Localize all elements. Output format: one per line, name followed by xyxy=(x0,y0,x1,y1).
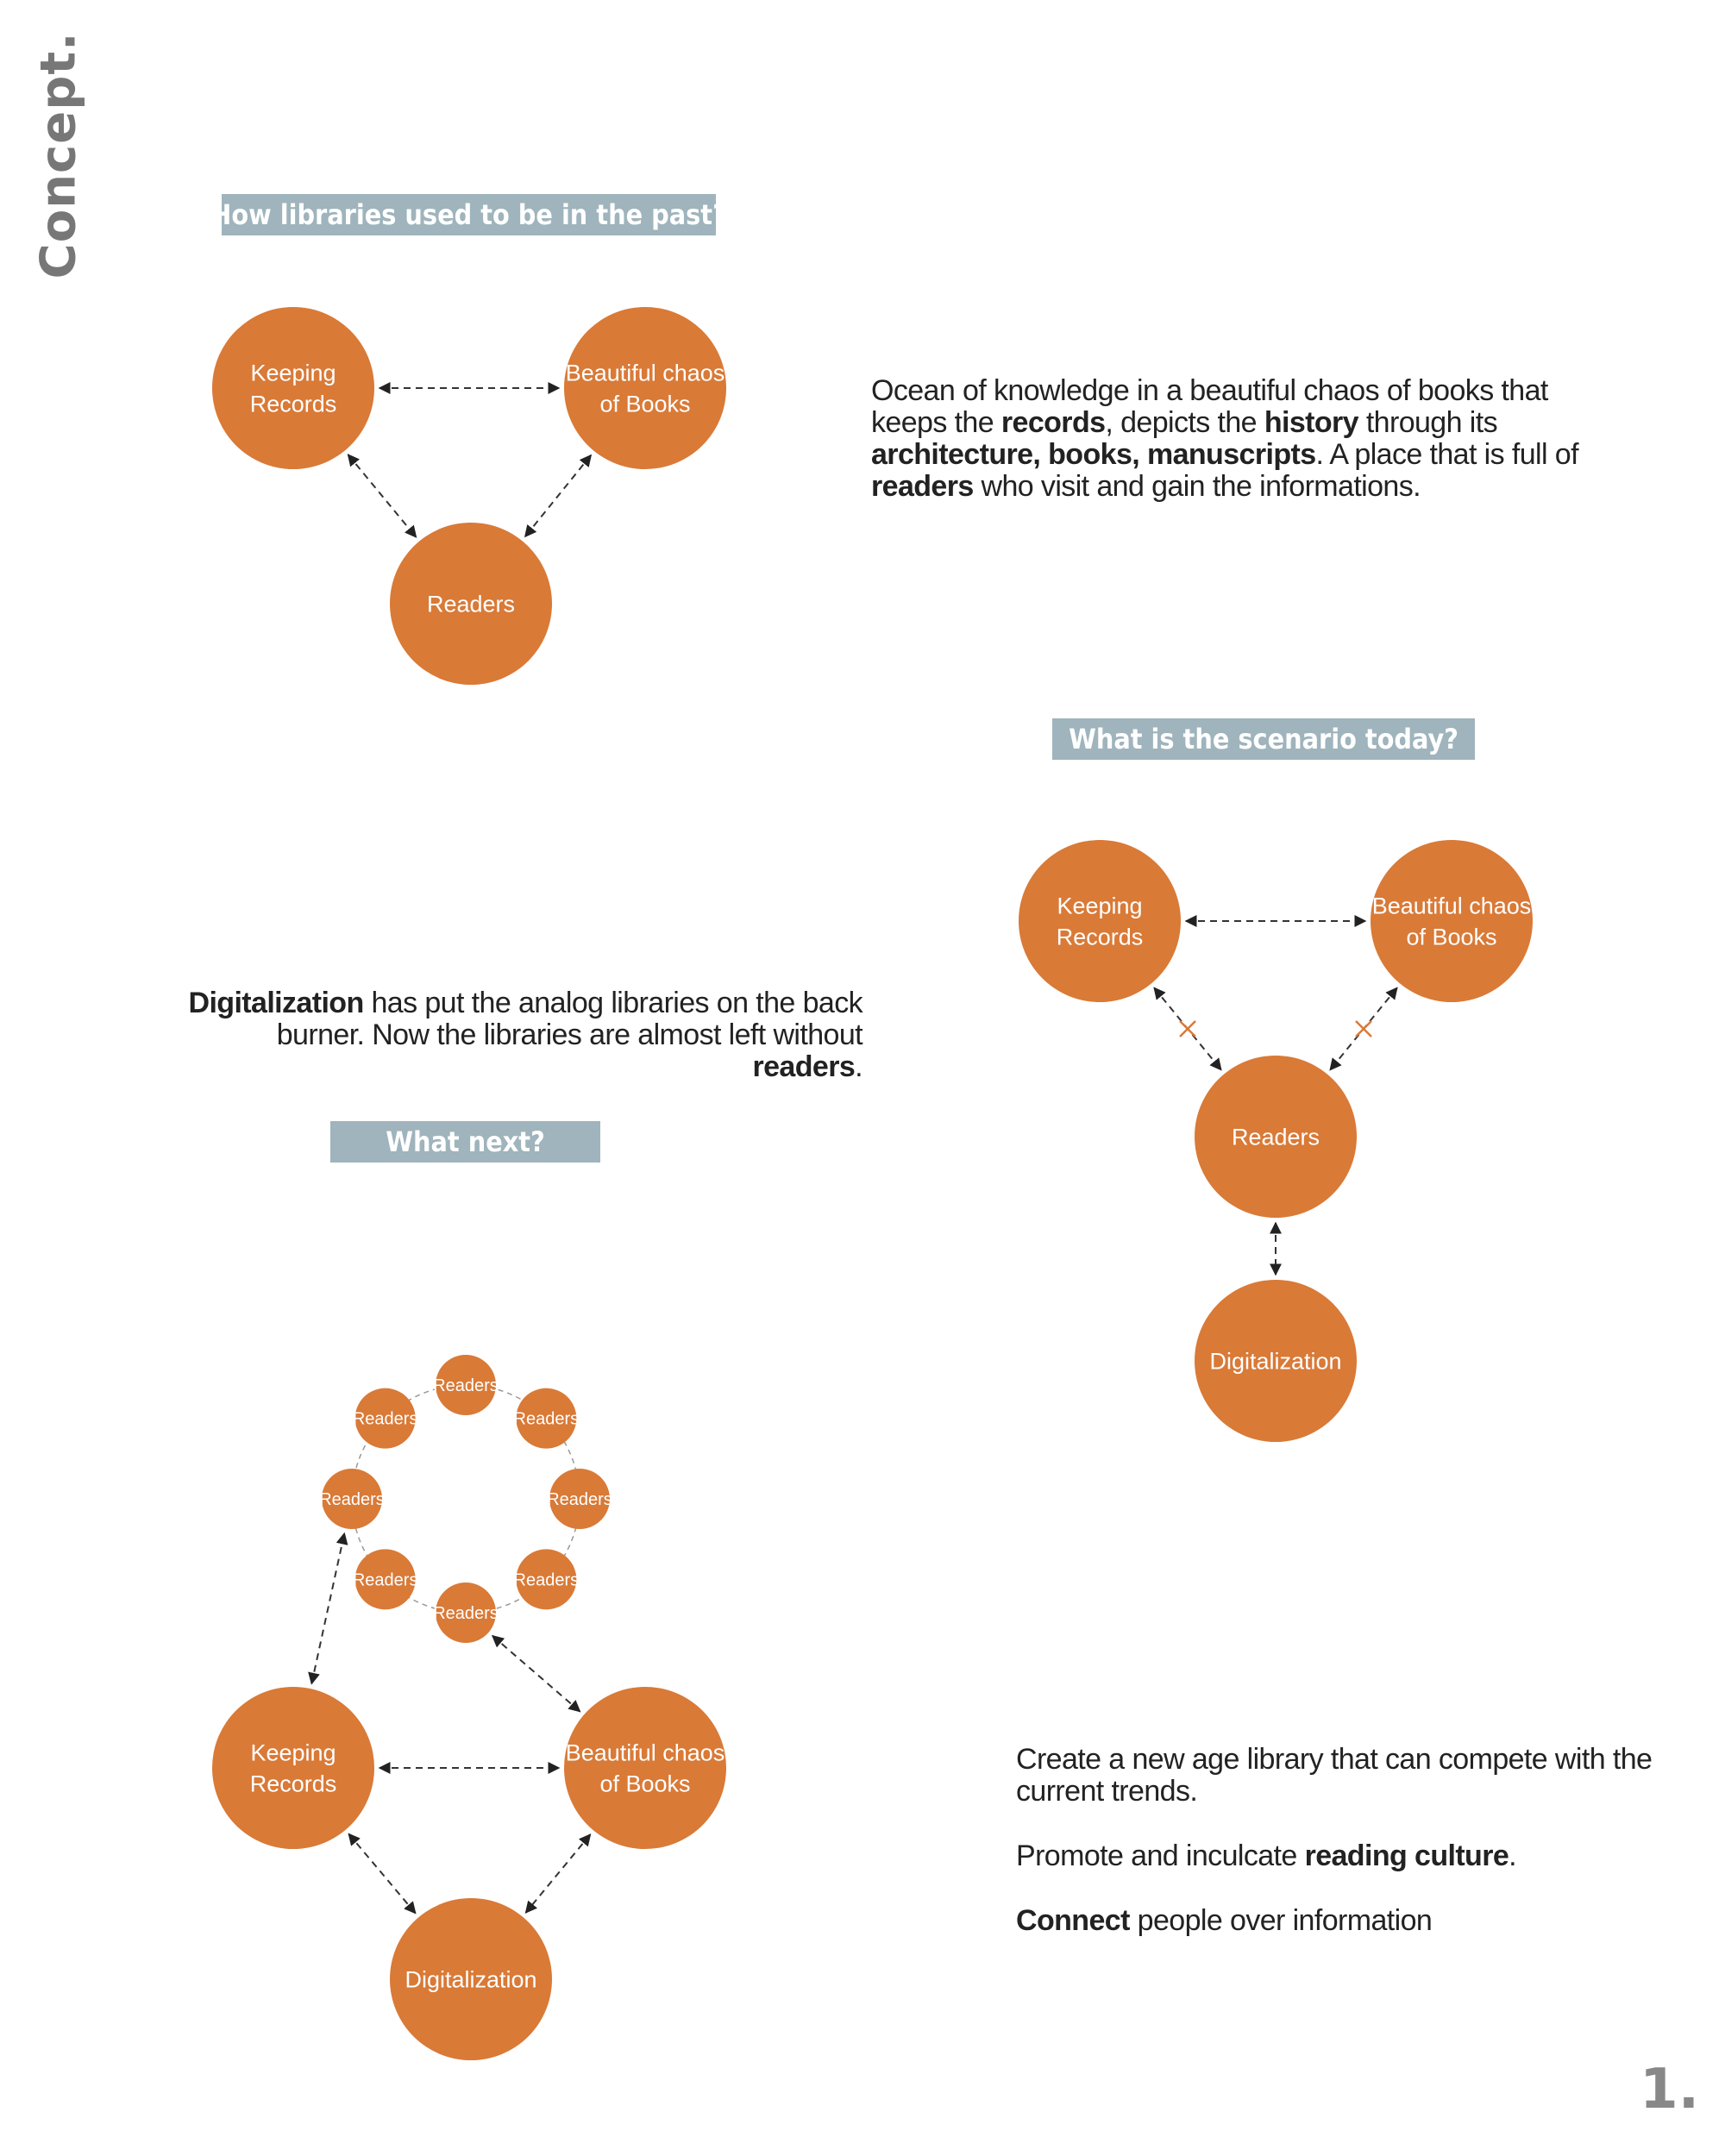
node-today-beautiful-chaos: Beautiful chaos of Books xyxy=(1371,840,1533,1002)
node-label: of Books xyxy=(1406,924,1496,950)
paragraph-line: Create a new age library that can compet… xyxy=(1016,1744,1689,1808)
link-keeping-records-digitalization xyxy=(348,1833,417,1915)
node-next-beautiful-chaos: Beautiful chaos of Books xyxy=(564,1687,726,1849)
body-text: Promote and inculcate xyxy=(1016,1839,1305,1872)
node-label: Readers xyxy=(514,1410,580,1429)
emphasis-text: Connect xyxy=(1016,1904,1130,1937)
node-label: Readers xyxy=(1232,1124,1320,1150)
node-label: Keeping xyxy=(1057,893,1142,918)
emphasis-text: architecture, books, manuscripts xyxy=(871,438,1316,471)
node-label: Readers xyxy=(427,591,515,617)
node-label: Readers xyxy=(353,1570,418,1589)
node-label: Readers xyxy=(319,1490,385,1509)
link-beautiful-chaos-readers-5 xyxy=(491,1634,581,1713)
node-label: Beautiful chaos xyxy=(566,360,725,385)
node-past-readers: Readers xyxy=(390,523,552,685)
node-today-readers: Readers xyxy=(1195,1056,1357,1218)
section-heading-past: How libraries used to be in the past? xyxy=(222,194,716,235)
node-label: of Books xyxy=(599,1771,690,1796)
emphasis-text: Digitalization xyxy=(188,987,364,1019)
broken-link-cross-icon xyxy=(1179,1020,1196,1037)
link-keeping-records-readers-7 xyxy=(308,1532,348,1685)
body-text: has put the analog libraries on the back… xyxy=(276,987,863,1051)
node-label: Beautiful chaos xyxy=(1372,893,1532,918)
body-text: . A place that is full of xyxy=(1315,438,1579,471)
emphasis-text: readers xyxy=(871,470,974,503)
emphasis-text: history xyxy=(1264,406,1359,439)
node-label: Records xyxy=(1057,924,1144,950)
node-label: Digitalization xyxy=(405,1966,536,1992)
node-label: Records xyxy=(250,391,337,417)
body-text: . xyxy=(1509,1839,1517,1872)
node-label: Keeping xyxy=(250,360,336,385)
node-label: Keeping xyxy=(250,1739,336,1765)
body-text: Ocean of knowledge in a beautiful chaos … xyxy=(871,374,1548,439)
paragraph-line: Connect people over information xyxy=(1016,1905,1689,1937)
body-text: Create a new age library that can compet… xyxy=(1016,1743,1653,1808)
paragraph-past: Ocean of knowledge in a beautiful chaos … xyxy=(871,375,1613,503)
link-beautiful-chaos-digitalization xyxy=(524,1833,592,1914)
node-past-beautiful-chaos: Beautiful chaos of Books xyxy=(564,307,726,469)
node-label: Beautiful chaos xyxy=(566,1739,725,1765)
page-number: 1. xyxy=(1640,2058,1699,2122)
section-heading-today: What is the scenario today? xyxy=(1052,718,1475,760)
node-next-digitalization: Digitalization xyxy=(390,1898,552,2060)
link-beautiful-chaos-readers xyxy=(524,454,593,538)
node-label: Records xyxy=(250,1771,337,1796)
link-keeping-records-readers xyxy=(347,454,417,538)
node-next-readers-7: Readers xyxy=(319,1469,385,1529)
node-label: Readers xyxy=(547,1490,612,1509)
node-next-readers-1: Readers xyxy=(433,1355,499,1415)
node-next-readers-4: Readers xyxy=(514,1549,580,1610)
emphasis-text: readers xyxy=(752,1050,856,1083)
node-next-readers-8: Readers xyxy=(353,1388,418,1449)
node-label: Readers xyxy=(514,1570,580,1589)
broken-link-cross-icon xyxy=(1355,1020,1372,1037)
node-label: of Books xyxy=(599,391,690,417)
section-heading-next: What next? xyxy=(330,1121,600,1163)
paragraph-next: Create a new age library that can compet… xyxy=(1016,1744,1689,1970)
node-label: Digitalization xyxy=(1209,1348,1341,1374)
node-next-readers-5: Readers xyxy=(433,1583,499,1643)
node-next-readers-6: Readers xyxy=(353,1549,418,1610)
body-text: through its xyxy=(1358,406,1498,439)
node-today-digitalization: Digitalization xyxy=(1195,1280,1357,1442)
node-next-readers-2: Readers xyxy=(514,1388,580,1449)
body-text: who visit and gain the informations. xyxy=(973,470,1421,503)
node-next-readers-3: Readers xyxy=(547,1469,612,1529)
node-label: Readers xyxy=(433,1376,499,1395)
emphasis-text: reading culture xyxy=(1304,1839,1509,1872)
emphasis-text: records xyxy=(1000,406,1106,439)
paragraph-line: Promote and inculcate reading culture. xyxy=(1016,1840,1689,1872)
node-label: Readers xyxy=(353,1410,418,1429)
body-text: , depicts the xyxy=(1105,406,1264,439)
node-label: Readers xyxy=(433,1604,499,1623)
body-text: . xyxy=(855,1050,862,1083)
paragraph-today: Digitalization has put the analog librar… xyxy=(168,987,862,1083)
body-text: people over information xyxy=(1129,1904,1433,1937)
